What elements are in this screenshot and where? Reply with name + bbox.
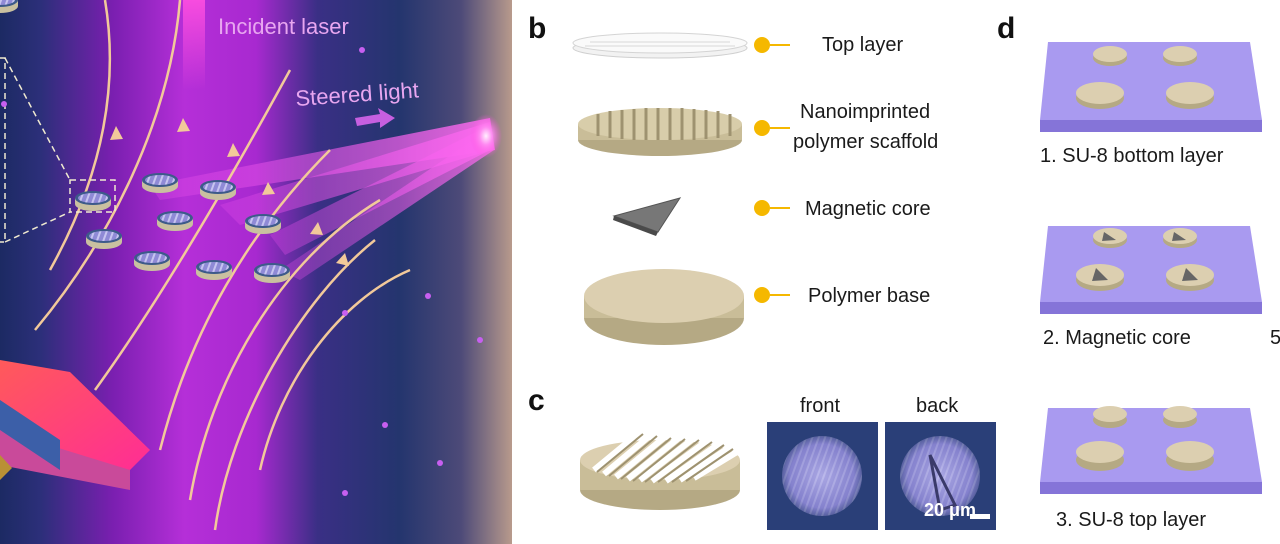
- steered-beam: [220, 122, 492, 225]
- panel-b-label: b: [528, 12, 546, 45]
- magnetic-core-triangle: [612, 197, 682, 233]
- magnetic-core-edge: [613, 216, 658, 236]
- step3-substrate: [1040, 406, 1262, 494]
- step2-label: 2. Magnetic core: [1043, 327, 1191, 349]
- magnetic-field-lines: [34, 0, 411, 531]
- label-scaffold-line2: polymer scaffold: [793, 131, 938, 153]
- beam-focus-spot: [470, 114, 502, 158]
- front-label: front: [800, 395, 840, 417]
- incident-laser-beam: [183, 0, 205, 90]
- top-layer-disk: [572, 32, 748, 59]
- steered-beam: [280, 130, 494, 280]
- panel-b: b: [528, 12, 938, 345]
- steered-arrow-icon: [355, 108, 395, 128]
- microdisk-array: [0, 0, 290, 283]
- panel-c-label: c: [528, 384, 545, 417]
- legend-leaders: [770, 44, 790, 296]
- zoom-indicator: [0, 57, 116, 243]
- step1-substrate: [1040, 42, 1262, 132]
- panel-a: Incident laser Steered light: [0, 0, 512, 544]
- legend-bullets: [754, 37, 770, 303]
- cropped-step-fragment: 5: [1270, 327, 1280, 349]
- field-arrow-icons: [110, 118, 349, 266]
- label-polymer-base: Polymer base: [808, 285, 930, 307]
- scale-bar-label: 20 μm: [924, 500, 976, 520]
- panel-d: d 1. SU-8 bottom layer: [997, 12, 1280, 531]
- core-triangles: [1092, 232, 1198, 281]
- steered-beam: [270, 126, 494, 255]
- core-outline: [928, 454, 958, 512]
- grooved-disk: [580, 429, 740, 510]
- polymer-base-disk: [584, 269, 744, 345]
- label-top-layer: Top layer: [822, 34, 903, 56]
- polymer-scaffold-disk: [578, 108, 742, 156]
- ambient-particles: [1, 47, 483, 496]
- panel-c: c: [528, 384, 996, 530]
- step3-label: 3. SU-8 top layer: [1056, 509, 1206, 531]
- label-scaffold-line1: Nanoimprinted: [800, 101, 930, 123]
- panel-d-label: d: [997, 12, 1015, 45]
- step1-label: 1. SU-8 bottom layer: [1040, 145, 1224, 167]
- incident-laser-label: Incident laser: [218, 14, 349, 39]
- step2-substrate: [1040, 226, 1262, 314]
- label-magnetic-core: Magnetic core: [805, 198, 931, 220]
- scale-bar: [970, 514, 990, 519]
- magnet: [0, 360, 150, 490]
- back-label: back: [916, 395, 959, 417]
